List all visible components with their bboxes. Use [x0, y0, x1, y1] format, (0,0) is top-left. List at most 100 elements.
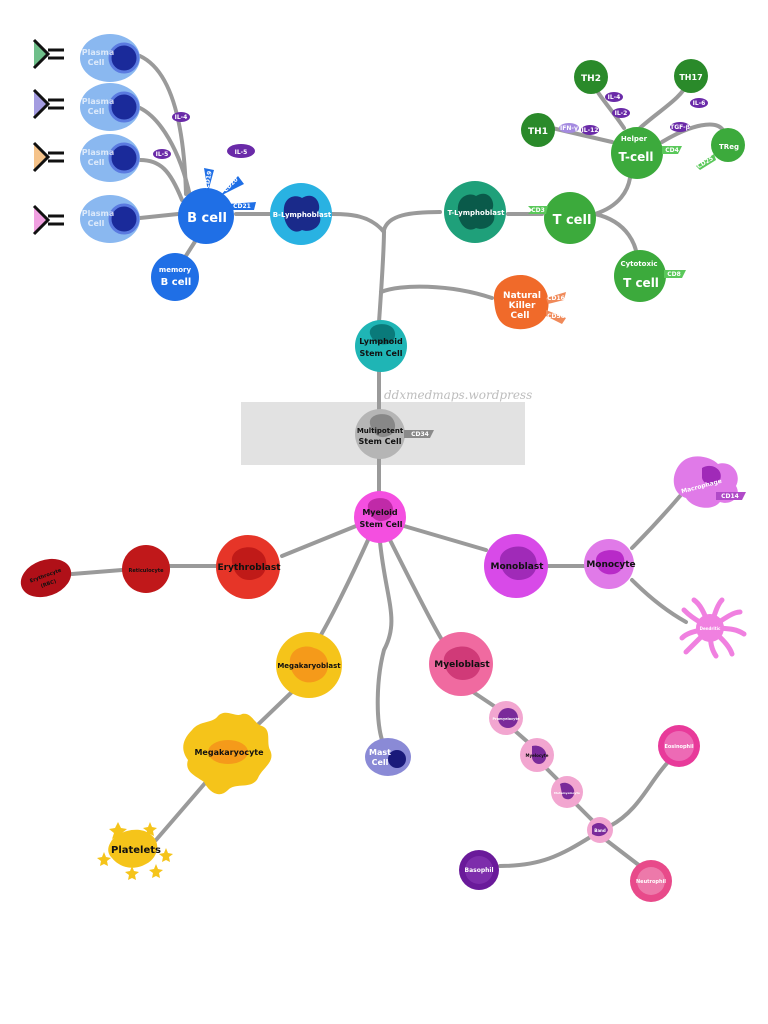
macrophage: Macrophage CD14 — [673, 456, 746, 508]
platelets: Platelets — [97, 822, 173, 880]
myeloid-label: Myeloid — [362, 508, 398, 517]
multipotent-stem-cell: Multipotent Stem Cell CD34 — [355, 409, 434, 459]
plasma-label: Plasma — [82, 97, 115, 106]
cytokine-tag: IL-6 — [690, 98, 708, 108]
nk-label-3: Cell — [511, 311, 530, 321]
connector-myeloid-megab — [316, 538, 370, 642]
erythroblast: Erythroblast — [216, 535, 281, 599]
lymphoid-label: Lymphoid — [359, 337, 403, 346]
mast-label: Mast — [369, 748, 391, 757]
cytokine-label: IL-4 — [175, 114, 188, 121]
mast-cell: Mast Cell — [365, 738, 411, 776]
connector-band-eos — [608, 758, 672, 828]
reticulocyte-label: Reticulocyte — [128, 568, 164, 574]
dendritic-label: Dendritic — [700, 626, 721, 631]
myeloblast: Myeloblast — [429, 632, 493, 696]
myeloid-label-2: Stem Cell — [360, 520, 403, 529]
cytokine-tag: TGF-β — [670, 122, 691, 132]
connector-meta-band — [572, 800, 596, 824]
connector-tcell-cytotox — [593, 212, 639, 258]
plasma-label-2: Cell — [88, 58, 105, 67]
plasma-label-2: Cell — [88, 158, 105, 167]
watermark: ddxmedmaps.wordpress — [384, 388, 532, 402]
metamyelocyte-label: Metamyelocyte — [554, 791, 580, 795]
cytokine-tag: IL-5 — [227, 144, 255, 158]
plasma-label-2: Cell — [88, 219, 105, 228]
connector-tcell-helper — [593, 176, 632, 216]
eosinophil: Eosinophil — [658, 725, 700, 767]
dendritic-cell: Dendritic — [679, 597, 747, 659]
metamyelocyte: Metamyelocyte — [551, 776, 583, 808]
marker-cd25: CD25 — [696, 155, 715, 170]
connector-myeloid-mast — [375, 540, 394, 742]
megakaryoblast-label: Megakaryoblast — [277, 662, 341, 670]
cytotoxic-label-2: T cell — [623, 276, 659, 290]
myeloblast-label: Myeloblast — [434, 660, 490, 670]
plasma-cell: Plasma Cell — [80, 34, 140, 82]
marker-cd56: CD56 — [547, 313, 565, 320]
connector-monocyte-dendritic — [630, 578, 688, 624]
antibodies — [32, 38, 64, 236]
treg-label: TReg — [719, 143, 739, 151]
connector-bcell-plasma3 — [138, 158, 184, 202]
antibody-icon — [32, 204, 64, 236]
connector-band-neutro — [604, 838, 642, 868]
cytokine-label: TGF-β — [670, 124, 690, 131]
t-lymphoblast: T-Lymphoblast — [444, 181, 506, 243]
plasma-cell: Plasma Cell — [80, 195, 140, 243]
cytokine-tag: IL-4 — [172, 112, 190, 122]
t-cell-label: T cell — [553, 213, 592, 228]
neutrophil-label: Neutrophil — [636, 879, 666, 885]
myeloid-stem-cell: Myeloid Stem Cell — [354, 491, 406, 543]
helper-label-2: T-cell — [619, 150, 654, 164]
connector-myeloid-myelob — [388, 538, 444, 642]
lymphoid-stem-cell: Lymphoid Stem Cell — [355, 320, 407, 372]
myelocyte: Myelocyte — [520, 738, 554, 772]
plasma-label: Plasma — [82, 148, 115, 157]
megakaryoblast: Megakaryoblast — [276, 632, 342, 698]
marker-cd34: CD34 — [411, 431, 429, 438]
promyelocyte: Promyelocyte — [489, 701, 523, 735]
antibody-icon — [32, 38, 64, 70]
memory-b-label: memory — [159, 266, 192, 274]
b-cell-label: B cell — [187, 211, 227, 226]
connector-myeloid-erythro — [280, 524, 358, 558]
connector-bcell-plasma2 — [138, 106, 192, 198]
helper-label: Helper — [621, 135, 648, 143]
cytokine-tag: IL-4 — [605, 92, 623, 102]
promyelocyte-label: Promyelocyte — [492, 717, 520, 721]
antibody-icon — [32, 141, 64, 173]
connector-myeloid-monoblast — [402, 524, 488, 552]
marker-cd14: CD14 — [721, 493, 739, 500]
cytokine-label: IL-12 — [582, 127, 599, 134]
neutrophil: Neutrophil — [630, 860, 672, 902]
memory-b-cell: memory B cell — [151, 253, 199, 301]
th17-cell: TH17 — [674, 59, 708, 93]
nk-label-2: Killer — [509, 301, 536, 311]
b-lymphoblast: B-Lymphoblast — [270, 183, 332, 245]
marker-cd16: CD16 — [547, 295, 565, 302]
plasma-cell: Plasma Cell — [80, 83, 140, 131]
megakaryocyte-label: Megakaryocyte — [194, 748, 264, 757]
connector-monocyte-macro — [630, 494, 682, 550]
cytokine-label: IL-2 — [615, 110, 628, 117]
plasma-cell: Plasma Cell — [80, 134, 140, 182]
helper-t-cell: Helper T-cell CD4 — [611, 127, 682, 179]
connector-trunk-blympho — [330, 212, 386, 234]
nk-label: Natural — [503, 291, 541, 301]
erythroblast-label: Erythroblast — [217, 563, 281, 573]
erythrocyte-label-2: (RBC) — [40, 579, 57, 590]
cytokine-label: IL-6 — [693, 100, 706, 107]
b-cell: B cell — [178, 188, 234, 244]
band-cell: Band — [587, 817, 613, 843]
lymphoid-label-2: Stem Cell — [360, 349, 403, 358]
myelocyte-label: Myelocyte — [525, 753, 548, 758]
connector-band-baso — [498, 834, 594, 868]
th1-cell: TH1 — [521, 113, 555, 147]
connector-helper-treg — [660, 122, 726, 144]
megakaryocyte: Megakaryocyte — [183, 712, 272, 795]
cytokine-tag: IFN-γ — [559, 123, 579, 133]
erythrocyte: Erythrocyte (RBC) — [20, 558, 72, 598]
cytokine-label: IL-4 — [608, 94, 621, 101]
